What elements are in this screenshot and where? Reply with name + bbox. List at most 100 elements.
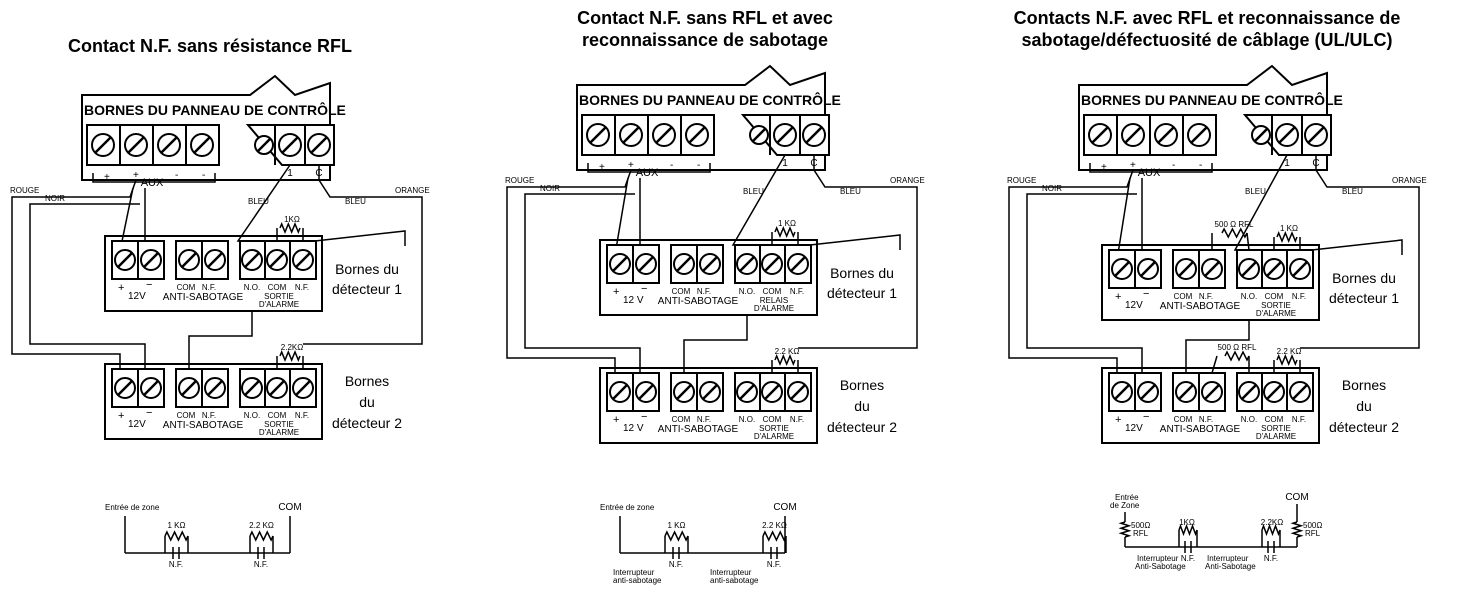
resistor-label-det2: 2.2 KΩ: [1277, 347, 1302, 356]
alarm-title-1: SORTIE: [264, 420, 294, 429]
resistor-zigzag: [774, 354, 796, 366]
panel-title: BORNES DU PANNEAU DE CONTRÔLE: [1081, 91, 1343, 108]
resistor-zigzag: [1261, 523, 1281, 537]
wire-label-orange: ORANGE: [890, 176, 925, 185]
switch-label: anti-sabotage: [710, 576, 759, 585]
tamper-title: ANTI-SABOTAGE: [1160, 301, 1241, 312]
alarm-screw: [761, 381, 783, 403]
screw-slot: [180, 379, 198, 397]
detector-outline: [1101, 244, 1320, 321]
alarm-title-2: D'ALARME: [259, 300, 299, 309]
rfl-label-det2: 500 Ω RFL: [1218, 343, 1257, 352]
panel-terminal-block: [581, 114, 715, 156]
tamper-title: ANTI-SABOTAGE: [163, 292, 244, 303]
tamper-screw: [204, 377, 226, 399]
screw-slot: [268, 379, 286, 397]
wire-label-black: NOIR: [1042, 184, 1062, 193]
voltage-label: 12 V: [623, 295, 644, 306]
detector-name: détecteur 1: [332, 281, 402, 297]
resistor-label-det1: 1 KΩ: [778, 219, 796, 228]
resistor-label-det1: 1 KΩ: [1280, 224, 1298, 233]
wire-label-black: NOIR: [45, 194, 65, 203]
rfl-resistor-right: [1290, 521, 1304, 538]
resistor: [762, 530, 787, 542]
screw-slot: [611, 255, 629, 273]
diagram-title: Contacts N.F. avec RFL et reconnaissance…: [1014, 8, 1401, 28]
black-wire-loop: [524, 193, 641, 373]
screw-slot: [763, 255, 781, 273]
resistor: [664, 530, 689, 542]
alarm-title-1: RELAIS: [760, 296, 788, 305]
detector-name: Bornes: [345, 373, 389, 389]
alarm-com-label: COM: [1265, 415, 1284, 424]
voltage-label: 12V: [128, 419, 146, 430]
screw-slot: [1240, 383, 1258, 401]
wire-label-black: NOIR: [540, 184, 560, 193]
resistor: [249, 530, 274, 542]
alarm-title-2: D'ALARME: [259, 428, 299, 437]
screw-slot: [1177, 383, 1195, 401]
switch-label: anti-sabotage: [613, 576, 662, 585]
nf-label: N.F.: [669, 560, 683, 569]
panel-screw: [254, 135, 274, 155]
power-minus-label: −: [641, 411, 647, 423]
resistor-zigzag: [249, 530, 274, 542]
wire-label-blue1: BLEU: [743, 187, 764, 196]
wire-label-blue2: BLEU: [840, 187, 861, 196]
tamper-screw: [699, 253, 721, 275]
screw-slot: [622, 126, 640, 144]
tamper-screw: [1175, 258, 1197, 280]
screw-slot: [243, 379, 261, 397]
voltage-label: 12V: [128, 291, 146, 302]
screw-slot: [180, 251, 198, 269]
tamper-screw: [1201, 381, 1223, 403]
orange-wire: [303, 165, 423, 345]
tamper-screw: [178, 377, 200, 399]
black-wire-loop: [29, 203, 146, 369]
screw-slot: [675, 255, 693, 273]
panel-screw: [1251, 125, 1271, 145]
tamper-com-label: COM: [177, 411, 196, 420]
detector-name: du: [854, 398, 870, 414]
detector-outline: [599, 239, 818, 316]
resistor-zigzag: [1276, 354, 1298, 366]
screw-slot: [738, 255, 756, 273]
panel-screw: [749, 125, 769, 145]
alarm-screw: [1289, 258, 1311, 280]
resistor: [1178, 523, 1198, 537]
screw-slot: [1124, 126, 1142, 144]
screw-slot: [142, 379, 160, 397]
panel-screw: [124, 133, 148, 157]
wire-label-red: ROUGE: [10, 186, 39, 195]
aux-minus-label-2: -: [697, 160, 700, 171]
zone-input-label: Entrée de zone: [105, 503, 160, 512]
aux-bracket: [1089, 163, 1213, 173]
red-wire: [506, 169, 632, 383]
diagram-title: sabotage/défectuosité de câblage (UL/ULC…: [1021, 30, 1392, 50]
detector-name: détecteur 2: [332, 415, 402, 431]
alarm-screw: [736, 253, 758, 275]
detector-name: Bornes du: [830, 265, 894, 281]
wire-label-blue1: BLEU: [248, 197, 269, 206]
alarm-no-label: N.O.: [244, 283, 260, 292]
screw-slot: [268, 251, 286, 269]
alarm-screw: [266, 249, 288, 271]
red-wire-det1: [1116, 177, 1131, 261]
panel-screw: [1088, 123, 1112, 147]
panel-terminal-block-zone: [740, 114, 830, 156]
aux-plus-label: +: [599, 162, 605, 173]
red-wire-det1: [614, 177, 629, 256]
rfl-resistor-det1: [1221, 227, 1248, 239]
panel-screw: [1121, 123, 1145, 147]
alarm-screw: [292, 249, 314, 271]
panel-screw: [190, 133, 214, 157]
tamper-nf-label: N.F.: [697, 287, 711, 296]
blue-wire-2: [809, 234, 901, 250]
tamper-com-label: COM: [672, 287, 691, 296]
panel-screw: [685, 123, 709, 147]
tamper-title: ANTI-SABOTAGE: [163, 420, 244, 431]
